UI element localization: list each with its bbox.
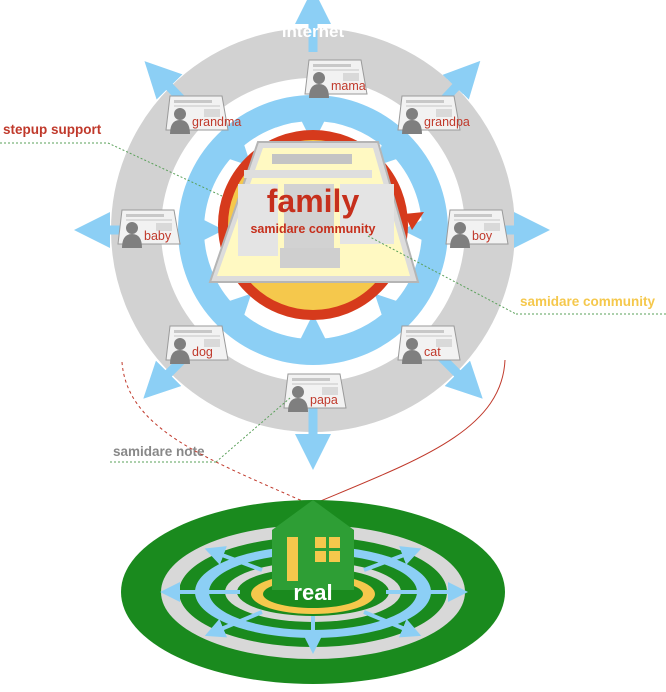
samidare-note-leader-diag xyxy=(215,397,291,463)
member-cards: mama grandma grandpa baby bo xyxy=(117,59,509,412)
member-label-grandma: grandma xyxy=(192,115,241,129)
member-label-papa: papa xyxy=(310,393,338,407)
member-label-grandpa: grandpa xyxy=(424,115,470,129)
house-icon xyxy=(272,500,354,590)
internet-label: internet xyxy=(282,22,345,41)
member-card-papa: papa xyxy=(283,373,347,412)
member-card-grandma: grandma xyxy=(165,95,241,134)
member-card-mama: mama xyxy=(304,59,368,98)
member-card-cat: cat xyxy=(397,325,461,364)
member-label-dog: dog xyxy=(192,345,213,359)
person-icon xyxy=(170,108,190,134)
center-title: family xyxy=(267,183,360,219)
member-card-boy: boy xyxy=(445,209,509,248)
member-label-baby: baby xyxy=(144,229,172,243)
real-world: real xyxy=(121,500,505,684)
person-icon xyxy=(450,222,470,248)
member-label-mama: mama xyxy=(331,79,366,93)
stepup-support-label: stepup support xyxy=(3,122,102,137)
person-icon xyxy=(309,72,329,98)
center-subtitle: samidare community xyxy=(250,222,375,236)
stepup-support-leader-diag xyxy=(107,142,223,197)
member-card-grandpa: grandpa xyxy=(397,95,470,134)
samidare-community-label: samidare community xyxy=(520,294,656,309)
person-icon xyxy=(288,386,308,412)
person-icon xyxy=(170,338,190,364)
member-card-baby: baby xyxy=(117,209,181,248)
inward-arrows xyxy=(183,100,443,358)
real-label: real xyxy=(293,580,332,605)
person-icon xyxy=(402,338,422,364)
center-document xyxy=(208,141,420,283)
member-card-dog: dog xyxy=(165,325,229,364)
person-icon xyxy=(122,222,142,248)
connector-curve-red xyxy=(121,361,496,611)
person-icon xyxy=(402,108,422,134)
member-label-boy: boy xyxy=(472,229,493,243)
samidare-note-label: samidare note xyxy=(113,444,205,459)
cycle-arrow-icon xyxy=(404,212,424,230)
member-label-cat: cat xyxy=(424,345,441,359)
